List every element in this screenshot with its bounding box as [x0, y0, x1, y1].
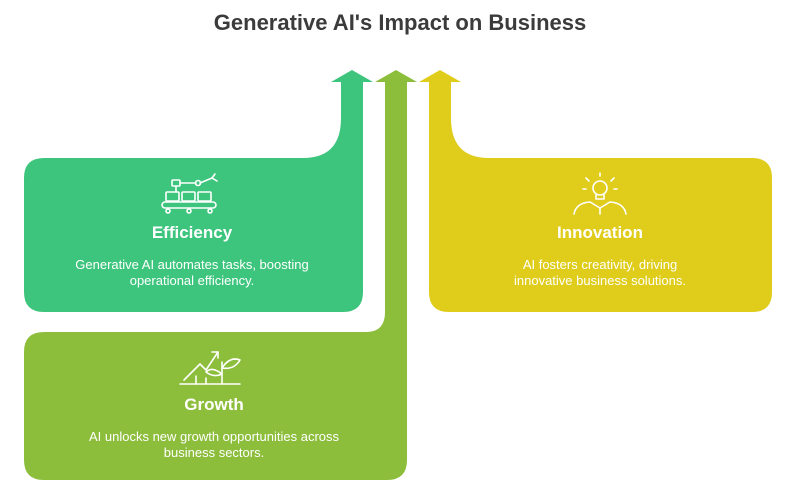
page-title: Generative AI's Impact on Business: [213, 10, 587, 35]
innovation-card: Innovation AI fosters creativity, drivin…: [494, 223, 706, 289]
growth-card-shape: [24, 70, 417, 480]
innovation-description: AI fosters creativity, driving innovativ…: [514, 257, 686, 288]
growth-description: AI unlocks new growth opportunities acro…: [88, 429, 339, 460]
efficiency-title: Efficiency: [151, 223, 233, 242]
sprout-arrow-icon: [179, 351, 241, 385]
lightbulb-person-icon: [573, 172, 627, 215]
efficiency-card: Efficiency Generative AI automates tasks…: [44, 223, 340, 289]
efficiency-description: Generative AI automates tasks, boosting …: [75, 257, 309, 288]
growth-title: Growth: [184, 395, 244, 414]
robot-arm-conveyor-icon: [161, 173, 218, 214]
efficiency-card-shape: [24, 70, 373, 312]
innovation-card-shape: [419, 70, 772, 312]
innovation-title: Innovation: [557, 223, 643, 242]
growth-card: Growth AI unlocks new growth opportuniti…: [44, 395, 384, 461]
